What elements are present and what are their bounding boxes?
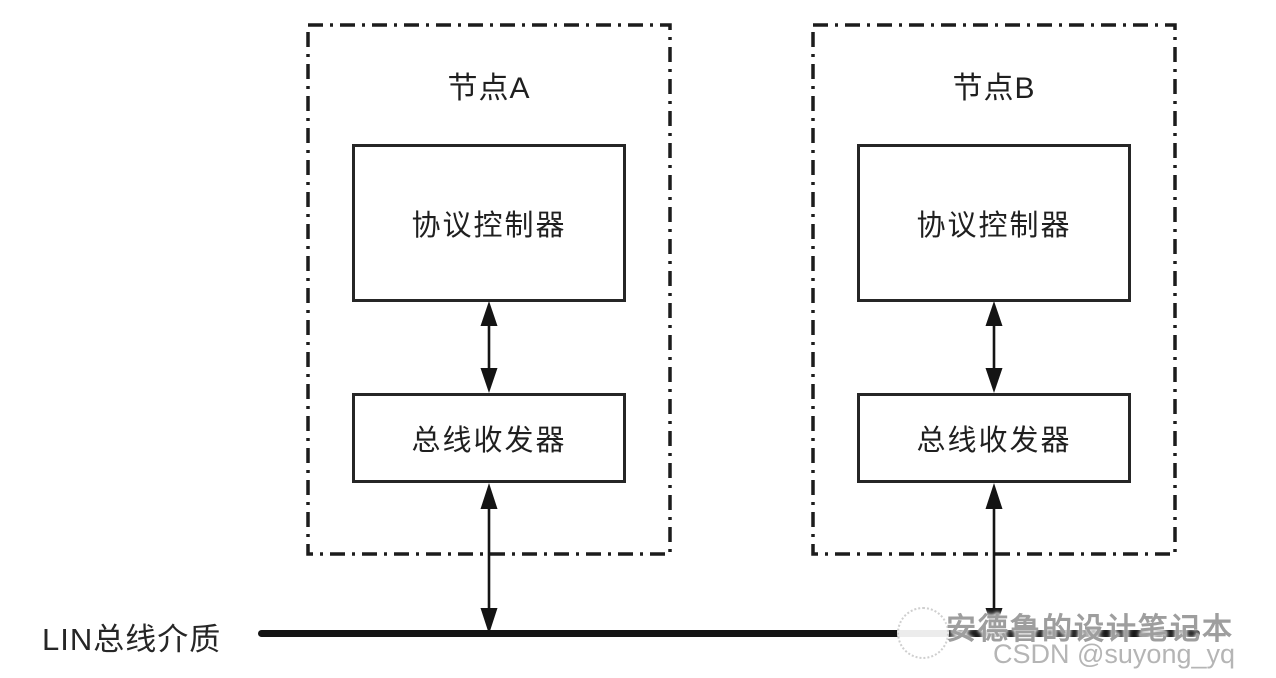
watermark-logo-icon [897, 607, 949, 659]
node-b-container: 节点B 协议控制器 总线收发器 [811, 23, 1177, 556]
node-a-dashdot-border [306, 23, 672, 556]
node-a-container: 节点A 协议控制器 总线收发器 [306, 23, 672, 556]
lin-bus-line [258, 630, 1200, 637]
node-a-title: 节点A [447, 72, 531, 105]
bus-medium-label: LIN总线介质 [42, 622, 222, 657]
node-a-internal-double-arrow-icon [480, 301, 498, 393]
node-a-protocol-controller-box: 协议控制器 [352, 144, 626, 302]
node-a-bus-double-arrow-icon [480, 483, 498, 634]
node-b-internal-double-arrow-icon [985, 301, 1003, 393]
node-b-protocol-controller-box: 协议控制器 [857, 144, 1131, 302]
watermark-attribution: CSDN @suyong_yq [993, 639, 1236, 669]
node-b-dashdot-border [811, 23, 1177, 556]
node-b-bus-transceiver-box: 总线收发器 [857, 393, 1131, 483]
node-b-title: 节点B [952, 72, 1036, 105]
node-b-bus-double-arrow-icon [985, 483, 1003, 634]
watermark-title: 安德鲁的设计笔记本 [946, 613, 1234, 646]
node-a-bus-transceiver-box: 总线收发器 [352, 393, 626, 483]
